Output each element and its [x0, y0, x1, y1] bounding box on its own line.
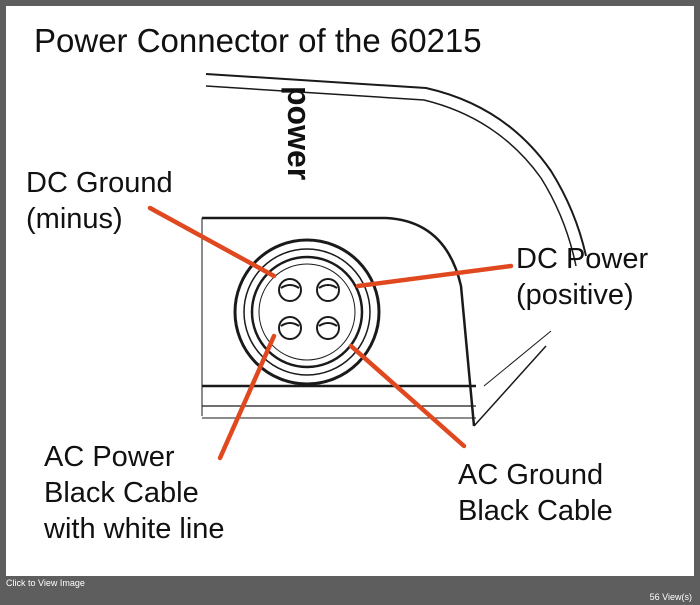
- label-dc-ground: DC Ground (minus): [26, 167, 173, 235]
- svg-text:(minus): (minus): [26, 203, 123, 235]
- svg-text:Black Cable: Black Cable: [458, 495, 613, 527]
- diagram-title: Power Connector of the 60215: [34, 22, 482, 59]
- svg-text:with white line: with white line: [43, 513, 225, 545]
- svg-text:Black Cable: Black Cable: [44, 477, 199, 509]
- pointer-dc-power: [355, 263, 514, 289]
- device-housing: [201, 73, 587, 427]
- pin-dc-power: [316, 278, 340, 302]
- svg-text:(positive): (positive): [516, 279, 634, 311]
- pointer-ac-power: [217, 333, 277, 461]
- click-to-view-link[interactable]: Click to View Image: [6, 578, 85, 588]
- pin-ac-ground: [316, 316, 340, 340]
- svg-text:AC Power: AC Power: [44, 441, 175, 473]
- view-count: 56 View(s): [649, 592, 692, 602]
- svg-text:DC Power: DC Power: [516, 243, 648, 275]
- connector-socket: [233, 238, 381, 386]
- power-connector-diagram: Power Connector of the 60215 power: [26, 22, 648, 545]
- viewer-footer: Click to View Image 56 View(s): [0, 576, 700, 605]
- svg-text:AC Ground: AC Ground: [458, 459, 603, 491]
- label-ac-power: AC Power Black Cable with white line: [43, 441, 225, 545]
- diagram-image[interactable]: Power Connector of the 60215 power: [6, 6, 694, 576]
- pointer-dc-ground: [147, 205, 277, 279]
- connector-pins: [278, 278, 340, 340]
- pin-ac-power: [278, 316, 302, 340]
- pointer-lines: [147, 205, 514, 461]
- svg-text:DC Ground: DC Ground: [26, 167, 173, 199]
- pointer-ac-ground: [348, 343, 467, 449]
- pin-dc-ground: [278, 278, 302, 302]
- label-ac-ground: AC Ground Black Cable: [458, 459, 613, 527]
- housing-power-label: power: [281, 86, 317, 180]
- label-dc-power: DC Power (positive): [516, 243, 648, 311]
